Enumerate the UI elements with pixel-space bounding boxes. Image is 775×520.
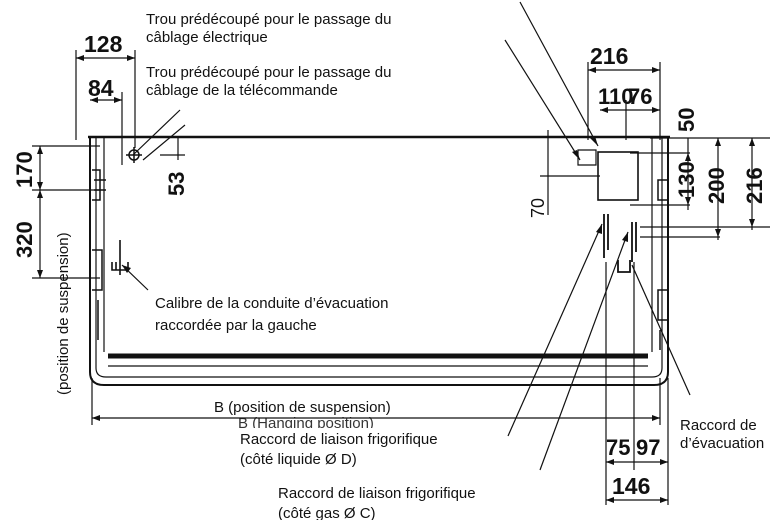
arrowheads xyxy=(37,55,755,503)
label-liquid-line2: (côté liquide Ø D) xyxy=(240,451,357,468)
label-suspension-b: B (position de suspension) xyxy=(214,399,391,416)
dim-53: 53 xyxy=(164,172,189,196)
label-gas-line1: Raccord de liaison frigorifique xyxy=(278,485,476,502)
dim-200: 200 xyxy=(704,167,729,204)
leader-arrowheads xyxy=(122,136,628,273)
label-suspension-ghost: B (Hanging position) xyxy=(238,415,374,432)
remote-box xyxy=(577,149,639,201)
left-drain-fitting xyxy=(111,240,129,275)
dim-216-top: 216 xyxy=(590,43,628,69)
dim-146: 146 xyxy=(612,473,650,499)
label-electric-hole-line1: Trou prédécoupé pour le passage du xyxy=(146,11,391,28)
unit-outline xyxy=(88,135,670,386)
label-remote-hole-line1: Trou prédécoupé pour le passage du xyxy=(146,64,391,81)
refrigerant-fittings xyxy=(603,214,637,273)
dim-110: 110 xyxy=(598,84,634,109)
dim-50: 50 xyxy=(674,108,699,132)
label-right-drain-line2: d’évacuation xyxy=(680,435,764,452)
dimension-lines xyxy=(32,50,770,505)
dim-170: 170 xyxy=(12,151,37,188)
label-left-drain-line2: raccordée par la gauche xyxy=(155,317,317,334)
right-hanger-details xyxy=(657,179,668,350)
label-suspension-vertical: (position de suspension) xyxy=(55,232,72,395)
dim-216-right: 216 xyxy=(742,167,767,204)
label-liquid-line1: Raccord de liaison frigorifique xyxy=(240,431,438,448)
dim-75: 75 xyxy=(606,435,630,460)
dim-97: 97 xyxy=(636,435,660,460)
dim-76: 76 xyxy=(628,84,652,109)
dim-84: 84 xyxy=(88,75,114,101)
label-electric-hole-line2: câblage électrique xyxy=(146,29,268,46)
dim-320: 320 xyxy=(12,221,37,258)
label-left-drain-line1: Calibre de la conduite d’évacuation xyxy=(155,295,389,312)
label-right-drain-line1: Raccord de xyxy=(680,417,757,434)
knockout-hole xyxy=(126,147,142,163)
label-remote-hole-line2: câblage de la télécommande xyxy=(146,82,338,99)
label-gas-line2: (côté gas Ø C) xyxy=(278,505,376,520)
label-bg xyxy=(200,398,450,416)
dim-70: 70 xyxy=(528,198,548,218)
dim-130: 130 xyxy=(674,161,699,198)
label-bg-liquid xyxy=(236,428,496,466)
dim-128: 128 xyxy=(84,31,123,57)
